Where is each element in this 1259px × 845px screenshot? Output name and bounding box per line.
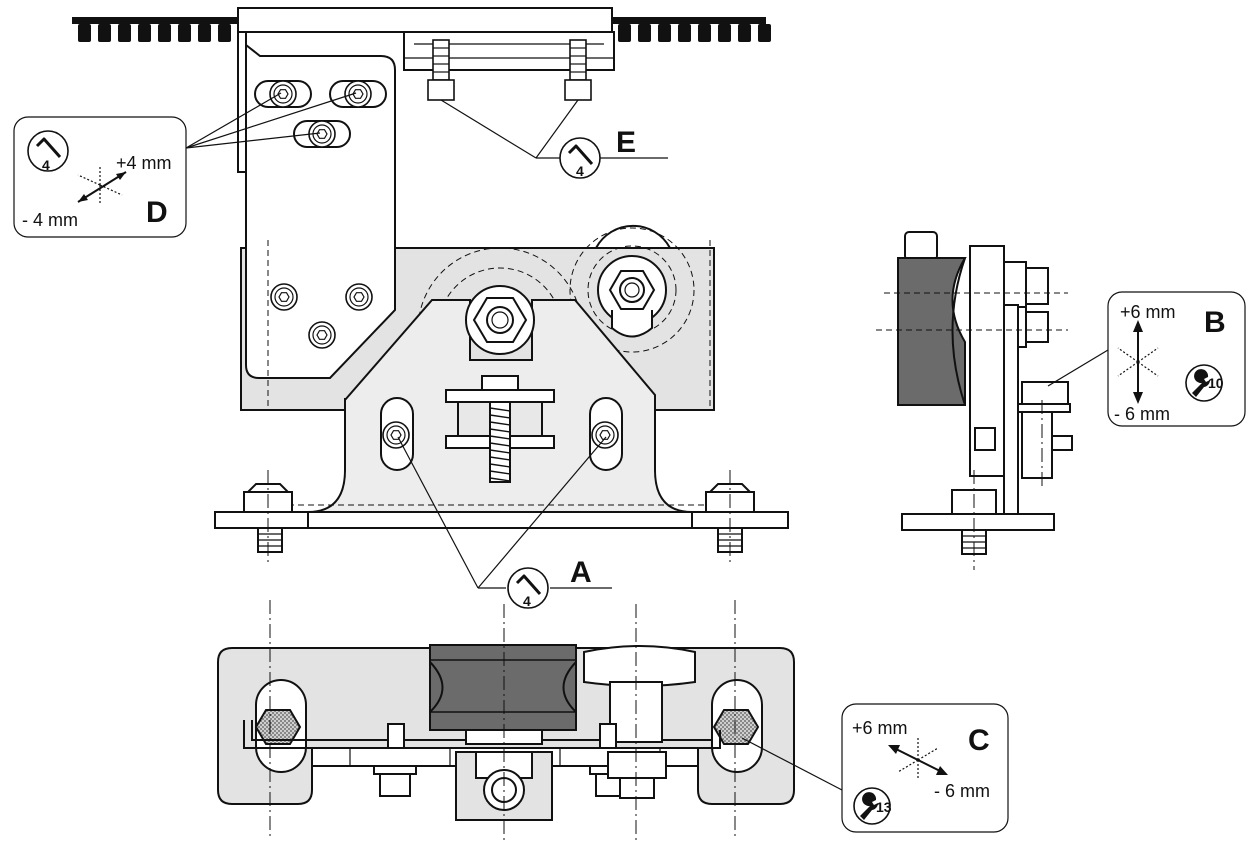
rack-tooth [78, 24, 91, 42]
side-view [876, 231, 1073, 570]
thread-line [489, 456, 511, 461]
rack-tooth [218, 24, 231, 42]
front-view [214, 31, 789, 565]
range-plus-d: +4 mm [116, 153, 172, 173]
thread-line [489, 442, 511, 447]
thread-line [489, 435, 511, 440]
tool-size-c: 13 [876, 799, 892, 815]
callout-e: 4 E [558, 126, 636, 180]
range-plus-b: +6 mm [1120, 302, 1176, 322]
rack-tooth [618, 24, 631, 42]
rack-tooth [138, 24, 151, 42]
rack-tooth [198, 24, 211, 42]
rack-tooth [718, 24, 731, 42]
tool-size-d: 4 [42, 157, 50, 173]
screw-e-left [427, 39, 455, 101]
thread-line [489, 407, 511, 412]
label-d: D [146, 196, 168, 229]
bottom-view [217, 600, 795, 840]
rack-bracket [237, 7, 615, 101]
callout-d: 4 +4 mm - 4 mm D [13, 116, 187, 238]
thread-line [489, 428, 511, 433]
callout-c: +6 mm - 6 mm C 13 [841, 703, 1009, 833]
thread-line [489, 449, 511, 454]
label-a: A [570, 556, 592, 589]
rack-tooth [738, 24, 751, 42]
tool-size-e: 4 [576, 163, 584, 179]
adjustment-arrows-icon [888, 738, 948, 780]
label-b: B [1204, 306, 1226, 339]
screw-e-right [564, 39, 592, 101]
rack-tooth [658, 24, 671, 42]
callout-b: +6 mm - 6 mm B 10 [1107, 291, 1246, 427]
callout-a: 4 A [506, 556, 592, 610]
range-minus-d: - 4 mm [22, 210, 78, 230]
slot-bolts-a [380, 397, 623, 471]
rack-tooth [98, 24, 111, 42]
tool-size-a: 4 [523, 593, 531, 609]
rack-tooth [638, 24, 651, 42]
thread-line [489, 414, 511, 419]
rack-tooth [678, 24, 691, 42]
rack-tooth [158, 24, 171, 42]
rack-tooth [118, 24, 131, 42]
adjustment-arrows-icon [1117, 320, 1159, 404]
range-minus-c: - 6 mm [934, 781, 990, 801]
thread-line [489, 477, 511, 482]
rack-tooth [758, 24, 771, 42]
range-minus-b: - 6 mm [1114, 404, 1170, 424]
range-plus-c: +6 mm [852, 718, 908, 738]
label-c: C [968, 724, 990, 757]
thread-line [489, 470, 511, 475]
leader-lines [185, 92, 1109, 791]
adjustment-arrows-icon [77, 165, 127, 205]
label-e: E [616, 126, 636, 159]
tool-size-b: 10 [1208, 375, 1224, 391]
rack-tooth [698, 24, 711, 42]
thread-line [489, 421, 511, 426]
rack-tooth [178, 24, 191, 42]
thread-line [489, 463, 511, 468]
